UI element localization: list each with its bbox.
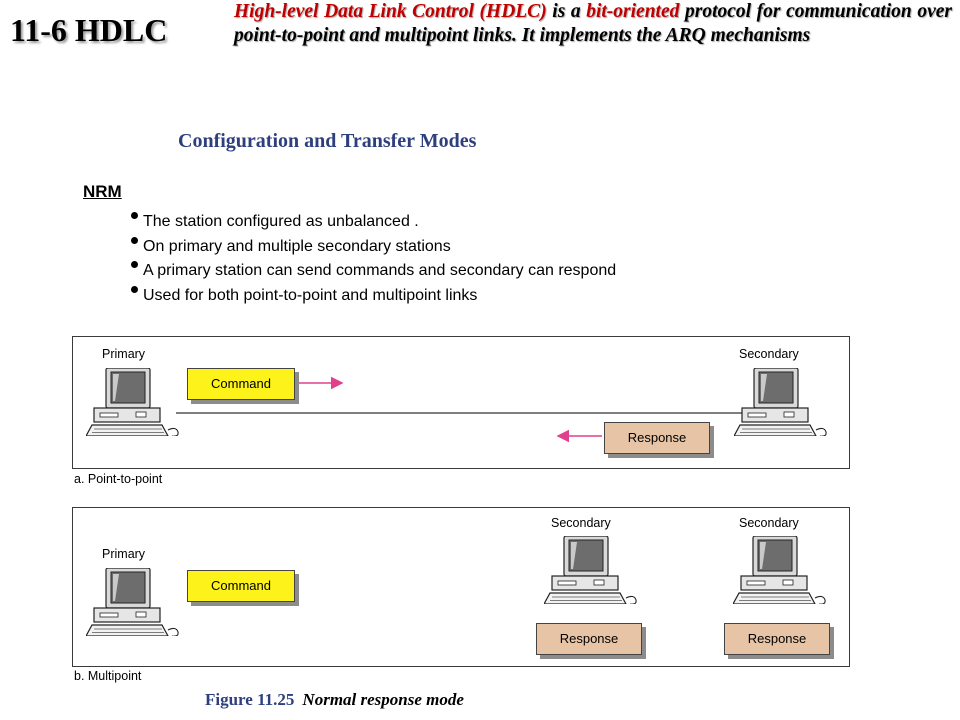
section-heading: Configuration and Transfer Modes	[178, 130, 477, 152]
figure-number: Figure 11.25	[205, 690, 295, 709]
figure-caption: Figure 11.25 Normal response mode	[205, 690, 464, 710]
primary-computer-icon	[86, 368, 182, 436]
primary-label: Primary	[102, 347, 146, 361]
primary-label: Primary	[102, 547, 146, 561]
command-frame: Command	[187, 570, 295, 602]
secondary-computer-icon	[544, 536, 640, 604]
nrm-bullet: Used for both point-to-point and multipo…	[130, 284, 616, 309]
intro-protocol-name: High-level Data Link Control (HDLC)	[234, 1, 547, 22]
nrm-bullet: On primary and multiple secondary statio…	[130, 235, 616, 260]
intro-text-rest: protocol for communication over point-to…	[234, 1, 952, 46]
panel-a-caption: a. Point-to-point	[74, 472, 163, 486]
secondary-computer-icon	[733, 536, 829, 604]
point-to-point-panel	[72, 336, 850, 469]
nrm-bullet: The station configured as unbalanced .	[130, 210, 616, 235]
nrm-bullet: A primary station can send commands and …	[130, 259, 616, 284]
slide-title: 11-6 HDLC	[10, 12, 168, 48]
secondary-label: Secondary	[739, 516, 799, 530]
secondary-computer-icon	[734, 368, 830, 436]
nrm-label: NRM	[83, 182, 122, 201]
panel-b-caption: b. Multipoint	[74, 669, 142, 683]
secondary-label: Secondary	[551, 516, 611, 530]
secondary-label: Secondary	[739, 347, 799, 361]
nrm-bullet-list: The station configured as unbalanced . O…	[130, 210, 616, 308]
figure-title: Normal response mode	[302, 690, 464, 709]
response-frame: Response	[536, 623, 642, 655]
command-frame: Command	[187, 368, 295, 400]
intro-paragraph: High-level Data Link Control (HDLC) is a…	[234, 0, 952, 48]
response-frame: Response	[604, 422, 710, 454]
response-frame: Response	[724, 623, 830, 655]
intro-bit-oriented: bit-oriented	[586, 1, 680, 22]
primary-computer-icon	[86, 568, 182, 636]
intro-text-connector: is a	[546, 1, 587, 22]
